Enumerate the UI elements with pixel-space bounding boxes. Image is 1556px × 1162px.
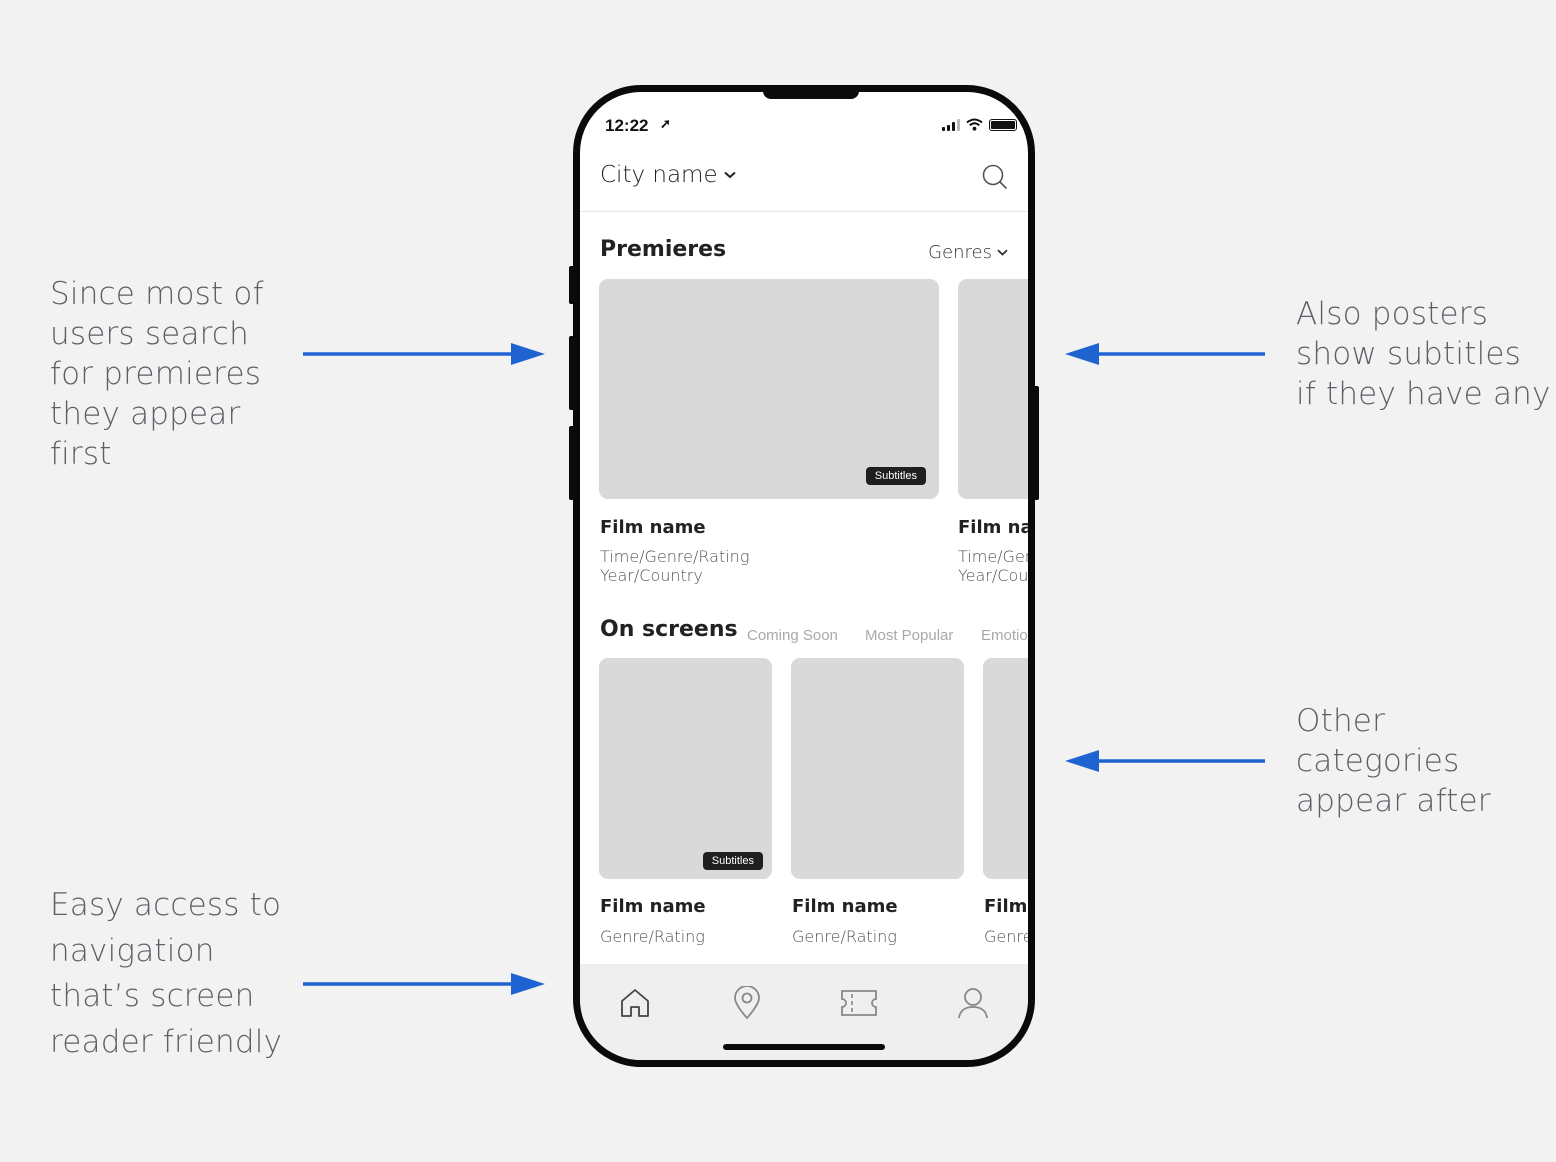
film-poster[interactable]: [983, 658, 1028, 879]
film-card-partial: Film name Time/Genre/Rating Year/Country: [958, 512, 1028, 592]
tab-coming-soon[interactable]: Coming Soon: [747, 627, 838, 644]
arrow-left-icon: [1065, 749, 1265, 773]
volume-down-button: [569, 426, 575, 500]
arrow-right-icon: [303, 342, 545, 366]
profile-icon[interactable]: [956, 986, 990, 1020]
ticket-icon[interactable]: [840, 988, 878, 1018]
status-time: 12:22: [605, 116, 649, 135]
annotation-line: Since most of: [50, 276, 264, 312]
film-poster[interactable]: Subtitles: [599, 279, 939, 499]
film-title[interactable]: Film name: [958, 517, 1028, 538]
arrow-right-icon: [303, 972, 545, 996]
annotation-subtitles: Also posters show subtitles if they have…: [1296, 294, 1551, 414]
film-title[interactable]: Film name: [984, 896, 1028, 917]
silent-switch: [569, 266, 575, 304]
app-header: City name: [580, 154, 1028, 212]
annotation-line: they appear: [50, 396, 241, 432]
annotation-line: categories: [1296, 743, 1460, 779]
location-arrow-icon: ➚: [660, 116, 671, 131]
section-title-on-screens: On screens: [600, 617, 738, 642]
film-card-partial: Film name Genre/Rating: [984, 892, 1028, 952]
subtitles-badge: Subtitles: [702, 852, 763, 870]
volume-up-button: [569, 336, 575, 410]
film-poster[interactable]: Subtitles: [599, 658, 772, 879]
film-meta: Time/Genre/Rating: [958, 547, 1028, 566]
notch: [763, 92, 859, 99]
status-icons: [942, 118, 1017, 131]
annotation-line: that’s screen: [50, 978, 255, 1014]
film-poster[interactable]: [958, 279, 1028, 499]
signal-icon: [942, 118, 960, 131]
location-pin-icon[interactable]: [732, 986, 762, 1020]
chevron-down-icon: [723, 171, 736, 179]
home-icon[interactable]: [618, 986, 652, 1020]
annotation-line: first: [50, 436, 112, 472]
section-title-premieres: Premieres: [600, 237, 727, 262]
annotation-line: reader friendly: [50, 1023, 283, 1060]
film-title[interactable]: Film name: [600, 517, 706, 538]
annotation-navigation: Easy access to navigation that’s screen …: [50, 883, 282, 1065]
annotation-line: appear after: [1296, 783, 1491, 819]
power-button: [1033, 386, 1039, 500]
phone-frame: 12:22 ➚ City name Premieres Genres: [573, 85, 1035, 1067]
film-meta: Genre/Rating: [600, 927, 705, 946]
film-meta: Year/Country: [600, 566, 703, 585]
film-poster[interactable]: [791, 658, 964, 879]
annotation-line: show subtitles: [1296, 336, 1522, 372]
battery-icon: [989, 118, 1017, 131]
annotation-line: users search: [50, 316, 249, 352]
annotation-line: Other: [1296, 703, 1386, 739]
annotation-line: Also posters: [1296, 296, 1489, 332]
annotation-line: navigation: [50, 932, 215, 969]
chevron-down-icon: [997, 249, 1008, 256]
film-meta: Genre/Rating: [792, 927, 897, 946]
status-bar: 12:22 ➚: [605, 114, 1017, 138]
genres-label: Genres: [928, 242, 992, 263]
annotation-line: Easy access to: [50, 887, 282, 923]
search-icon[interactable]: [982, 164, 1008, 190]
city-label: City name: [600, 162, 718, 188]
film-meta: Genre/Rating: [984, 927, 1028, 946]
tab-most-popular[interactable]: Most Popular: [865, 627, 954, 644]
film-meta: Time/Genre/Rating: [600, 547, 750, 566]
subtitles-badge: Subtitles: [865, 467, 926, 485]
annotation-line: for premieres: [50, 356, 262, 392]
home-indicator: [723, 1044, 885, 1050]
wifi-icon: [966, 118, 983, 131]
film-title[interactable]: Film name: [600, 896, 706, 917]
film-title[interactable]: Film name: [792, 896, 898, 917]
arrow-left-icon: [1065, 342, 1265, 366]
film-meta: Year/Country: [958, 566, 1028, 585]
city-selector[interactable]: City name: [600, 162, 736, 188]
annotation-line: if they have any: [1296, 376, 1551, 412]
annotation-premieres: Since most of users search for premieres…: [50, 274, 264, 474]
tab-partial: Emotions: [981, 622, 1028, 648]
genres-filter[interactable]: Genres: [928, 242, 1008, 263]
tab-emotions[interactable]: Emotions: [981, 627, 1028, 644]
annotation-categories: Other categories appear after: [1296, 701, 1491, 821]
bottom-tab-bar: [580, 964, 1028, 1060]
